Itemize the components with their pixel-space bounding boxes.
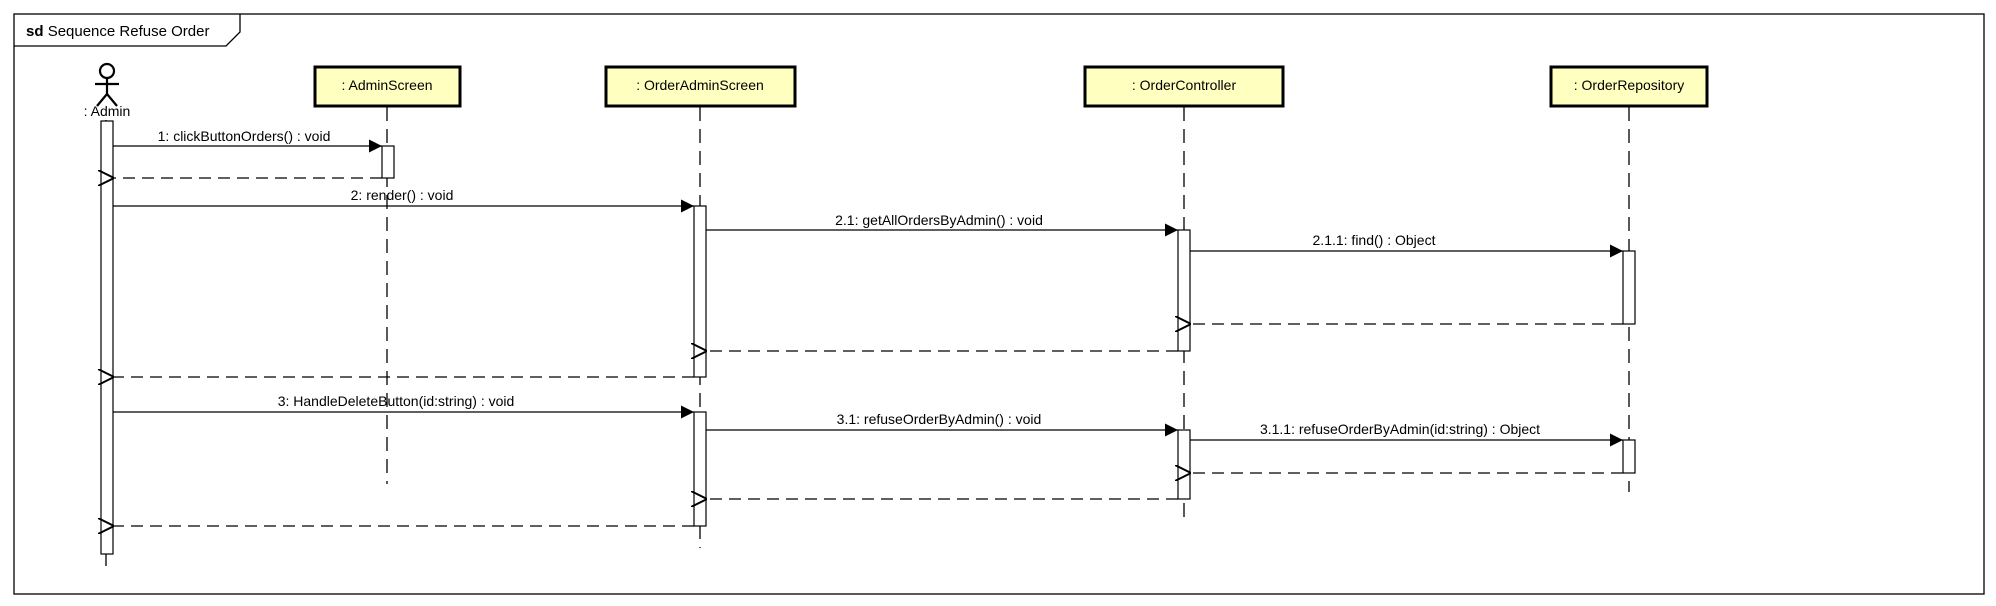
message-3[interactable]: 3: HandleDeleteButton(id:string) : void: [113, 393, 694, 419]
message-label-1: 1: clickButtonOrders() : void: [158, 128, 331, 144]
message-2-1-1[interactable]: 2.1.1: find() : Object: [1190, 232, 1623, 258]
message-1[interactable]: 1: clickButtonOrders() : void: [113, 128, 382, 153]
participant-order-repository[interactable]: : OrderRepository: [1549, 65, 1709, 108]
message-label-2-1: 2.1: getAllOrdersByAdmin() : void: [835, 212, 1043, 228]
participant-label-order-repository: : OrderRepository: [1574, 77, 1684, 93]
message-label-3-1-1: 3.1.1: refuseOrderByAdmin(id:string) : O…: [1260, 421, 1540, 437]
activation-order-admin-screen-1: [693, 205, 707, 378]
activation-admin: [100, 120, 114, 555]
participant-label-order-controller: : OrderController: [1132, 77, 1237, 93]
sequence-frame: [13, 13, 1985, 595]
participant-label-admin-screen: : AdminScreen: [341, 77, 432, 93]
message-label-2: 2: render() : void: [351, 187, 454, 203]
stick-figure-icon: [95, 62, 119, 107]
message-3-1[interactable]: 3.1: refuseOrderByAdmin() : void: [706, 411, 1178, 437]
activation-admin-screen: [381, 145, 395, 179]
participant-order-admin-screen[interactable]: : OrderAdminScreen: [604, 65, 797, 108]
message-label-3: 3: HandleDeleteButton(id:string) : void: [278, 393, 515, 409]
frame-label-box: [14, 14, 241, 47]
activation-order-admin-screen-2: [693, 411, 707, 527]
activation-order-repository-1: [1622, 250, 1636, 325]
message-3-1-1[interactable]: 3.1.1: refuseOrderByAdmin(id:string) : O…: [1190, 421, 1623, 447]
participant-label-order-admin-screen: : OrderAdminScreen: [636, 77, 764, 93]
frame-name: Sequence Refuse Order: [48, 23, 210, 40]
frame-title: sd Sequence Refuse Order: [26, 23, 209, 40]
message-2-1[interactable]: 2.1: getAllOrdersByAdmin() : void: [706, 212, 1178, 237]
frame-keyword: sd: [26, 23, 44, 40]
actor-label: : Admin: [84, 103, 131, 119]
participant-order-controller[interactable]: : OrderController: [1083, 65, 1285, 108]
activation-order-controller-1: [1177, 229, 1191, 352]
actor-admin[interactable]: : Admin: [84, 62, 131, 119]
activation-order-repository-2: [1622, 439, 1636, 474]
activation-order-controller-2: [1177, 429, 1191, 500]
message-2[interactable]: 2: render() : void: [113, 187, 694, 213]
message-label-3-1: 3.1: refuseOrderByAdmin() : void: [837, 411, 1042, 427]
message-label-2-1-1: 2.1.1: find() : Object: [1313, 232, 1436, 248]
participant-admin-screen[interactable]: : AdminScreen: [313, 65, 462, 108]
